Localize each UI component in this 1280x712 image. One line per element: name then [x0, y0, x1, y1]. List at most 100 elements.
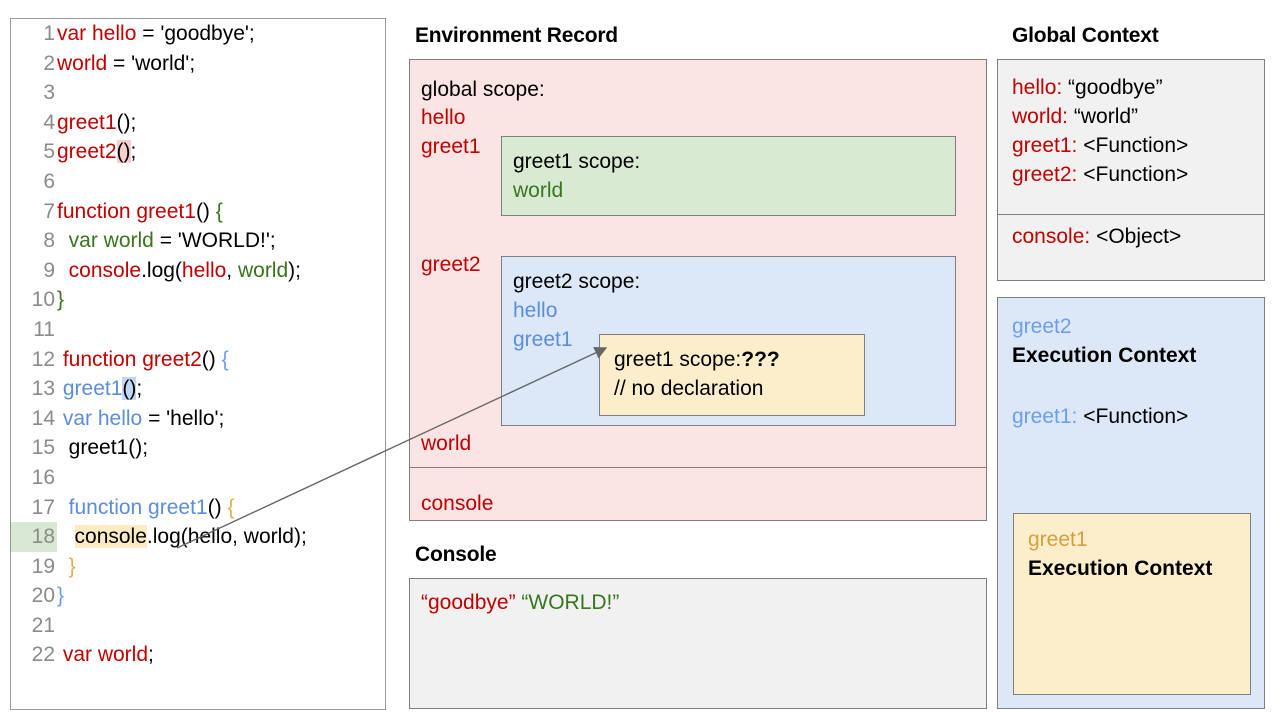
code-line[interactable]: 19 }: [11, 552, 385, 582]
code-token: = 'WORLD!';: [153, 229, 276, 253]
global-binding-console: console: <Object>: [1012, 225, 1181, 249]
line-number: 13: [31, 377, 55, 401]
code-token: function greet1: [57, 199, 196, 223]
code-token: {: [221, 347, 229, 371]
code-token: ;: [148, 643, 154, 667]
global-binding-world-key: world:: [1012, 105, 1069, 128]
greet1-scope-heading: greet1 scope:: [513, 150, 641, 173]
line-number: 20: [31, 584, 55, 608]
greet1-scope-var-world: world: [513, 179, 564, 202]
line-number: 16: [31, 465, 55, 489]
code-token: var hello: [57, 22, 137, 45]
code-line-text: var world;: [57, 640, 385, 670]
greet1-inner-scope-heading: greet1 scope:???: [614, 348, 780, 372]
code-line-text: var world = 'WORLD!';: [57, 226, 385, 256]
global-binding-hello-value: “goodbye”: [1068, 76, 1163, 99]
greet2-scope-var-hello: hello: [513, 299, 558, 322]
code-token: (): [116, 140, 131, 164]
code-line[interactable]: 16: [11, 463, 385, 493]
env-var-world: world: [421, 432, 472, 455]
console-title: Console: [415, 543, 497, 566]
code-token: var world: [68, 229, 154, 253]
code-line[interactable]: 22 var world;: [11, 640, 385, 670]
code-line[interactable]: 9 console.log(hello, world);: [11, 256, 385, 286]
greet1-execution-context-title: Execution Context: [1028, 557, 1213, 580]
greet1-inner-scope-heading-text: greet1 scope:: [614, 348, 742, 371]
environment-record-title: Environment Record: [415, 24, 618, 47]
code-line[interactable]: 3: [11, 78, 385, 108]
line-number: 18: [11, 522, 57, 552]
code-token: (): [195, 199, 216, 223]
global-binding-greet2: greet2: <Function>: [1012, 163, 1188, 187]
code-token: [57, 525, 75, 548]
global-context-box: [997, 59, 1265, 281]
code-line[interactable]: 11: [11, 315, 385, 345]
code-line[interactable]: 18 console.log(hello, world);: [11, 522, 385, 552]
code-token: }: [57, 288, 65, 312]
code-line-text: }: [57, 285, 385, 315]
line-number: 14: [31, 406, 55, 430]
global-binding-greet1: greet1: <Function>: [1012, 134, 1188, 158]
code-line-text: console.log(hello, world);: [57, 522, 385, 552]
global-context-divider: [998, 214, 1264, 215]
greet2-scope-heading: greet2 scope:: [513, 270, 641, 293]
global-context-title: Global Context: [1012, 24, 1159, 47]
code-line[interactable]: 13 greet1();: [11, 374, 385, 404]
console-output-token: “goodbye”: [421, 591, 516, 614]
code-line[interactable]: 10}: [11, 285, 385, 315]
greet2-ec-binding-greet1: greet1: <Function>: [1012, 405, 1188, 429]
code-line[interactable]: 17 function greet1() {: [11, 493, 385, 523]
global-binding-greet1-value: <Function>: [1083, 134, 1189, 157]
line-number: 17: [31, 495, 55, 519]
code-line-text: greet2();: [57, 137, 385, 167]
code-line-text: function greet1() {: [57, 197, 385, 227]
code-token: .log(: [141, 258, 182, 282]
line-number: 12: [31, 347, 55, 371]
line-number: 4: [43, 110, 55, 134]
console-box: [409, 578, 987, 709]
code-line-text: console.log(hello, world);: [57, 256, 385, 286]
global-binding-world: world: “world”: [1012, 105, 1138, 129]
greet1-inner-scope-unknown: ???: [741, 348, 780, 371]
code-line[interactable]: 12 function greet2() {: [11, 345, 385, 375]
code-line[interactable]: 6: [11, 167, 385, 197]
global-scope-label: global scope:: [421, 78, 545, 101]
code-token: = 'hello';: [142, 406, 225, 430]
code-line[interactable]: 20}: [11, 581, 385, 611]
code-token: = 'world';: [107, 51, 196, 75]
code-token: {: [215, 199, 223, 223]
greet2-scope-var-greet1: greet1: [513, 328, 573, 351]
greet2-execution-context-name: greet2: [1012, 315, 1072, 338]
code-line-text: greet1();: [57, 374, 385, 404]
code-token: }: [68, 554, 76, 578]
code-token: (): [116, 110, 131, 134]
greet2-ec-binding-greet1-value: <Function>: [1083, 405, 1189, 428]
code-token: greet1: [62, 377, 123, 401]
greet1-scope-box: [501, 136, 956, 216]
global-binding-greet2-key: greet2:: [1012, 163, 1078, 186]
code-token: console: [74, 525, 147, 549]
code-token: greet1: [57, 110, 117, 134]
line-number: 3: [43, 81, 55, 105]
code-token: var hello: [62, 406, 143, 430]
code-token: var world: [57, 643, 149, 667]
line-number: 21: [31, 613, 55, 637]
code-line[interactable]: 21: [11, 611, 385, 641]
code-line[interactable]: 15 greet1();: [11, 433, 385, 463]
global-binding-world-value: “world”: [1073, 105, 1139, 128]
greet1-inner-scope-box: [599, 334, 865, 416]
code-token: ,: [226, 258, 238, 282]
line-number: 9: [43, 258, 55, 282]
code-line[interactable]: 14 var hello = 'hello';: [11, 404, 385, 434]
code-token: world: [57, 51, 108, 75]
code-line[interactable]: 8 var world = 'WORLD!';: [11, 226, 385, 256]
line-number: 15: [31, 436, 55, 460]
env-var-hello: hello: [421, 106, 466, 129]
code-line-text: greet1();: [57, 108, 385, 138]
